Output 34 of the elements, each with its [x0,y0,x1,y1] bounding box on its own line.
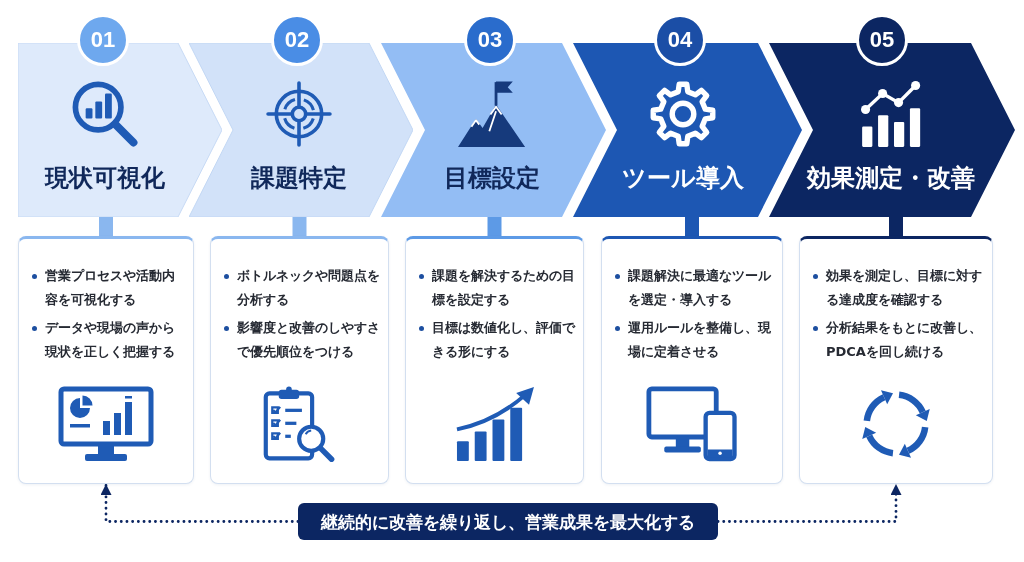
step-card [799,236,993,484]
step-card [18,236,194,484]
connector-tab [99,217,113,236]
bullet-text: 影響度と改善のしやすさで優先順位をつける [237,319,381,361]
bullet-text: 課題を解決するための目標を設定する [432,267,576,309]
step-title: 効果測定・改善 [807,163,975,193]
bullet-text: 分析結果をもとに改善し、PDCAを回し続ける [826,319,983,361]
bullet-text: データや現場の声から現状を正しく把握する [45,319,176,361]
step-number: 03 [477,28,503,52]
connector-tab [889,217,903,236]
bullet-text: 効果を測定し、目標に対する達成度を確認する [826,267,983,309]
step-title: ツール導入 [622,163,744,193]
bullet-text: 課題解決に最適なツールを選定・導入する [628,267,772,309]
bullet-text: 目標は数値化し、評価できる形にする [432,319,577,361]
bullet-text: 営業プロセスや活動内容を可視化する [45,267,176,309]
connector-tab [685,217,699,236]
bullet-text: 運用ルールを整備し、現場に定着させる [628,319,772,361]
step-title: 目標設定 [444,163,540,193]
connector-tab [487,217,502,236]
step-number: 05 [869,28,895,52]
step-card [601,236,783,484]
step-card [210,236,389,484]
step-card [405,236,584,484]
dotted-arrow [100,482,300,523]
connector-tab [292,217,307,236]
banner-text: 継続的に改善を繰り返し、営業成果を最大化する [321,510,695,533]
summary-banner [298,503,718,540]
step-number: 04 [667,28,693,52]
bullet-text: ボトルネックや問題点を分析する [237,267,381,309]
dotted-arrow [716,482,902,523]
step-number: 02 [284,28,310,52]
step-title: 現状可視化 [45,163,165,193]
step-number: 01 [90,28,116,52]
step-title: 課題特定 [251,163,347,193]
